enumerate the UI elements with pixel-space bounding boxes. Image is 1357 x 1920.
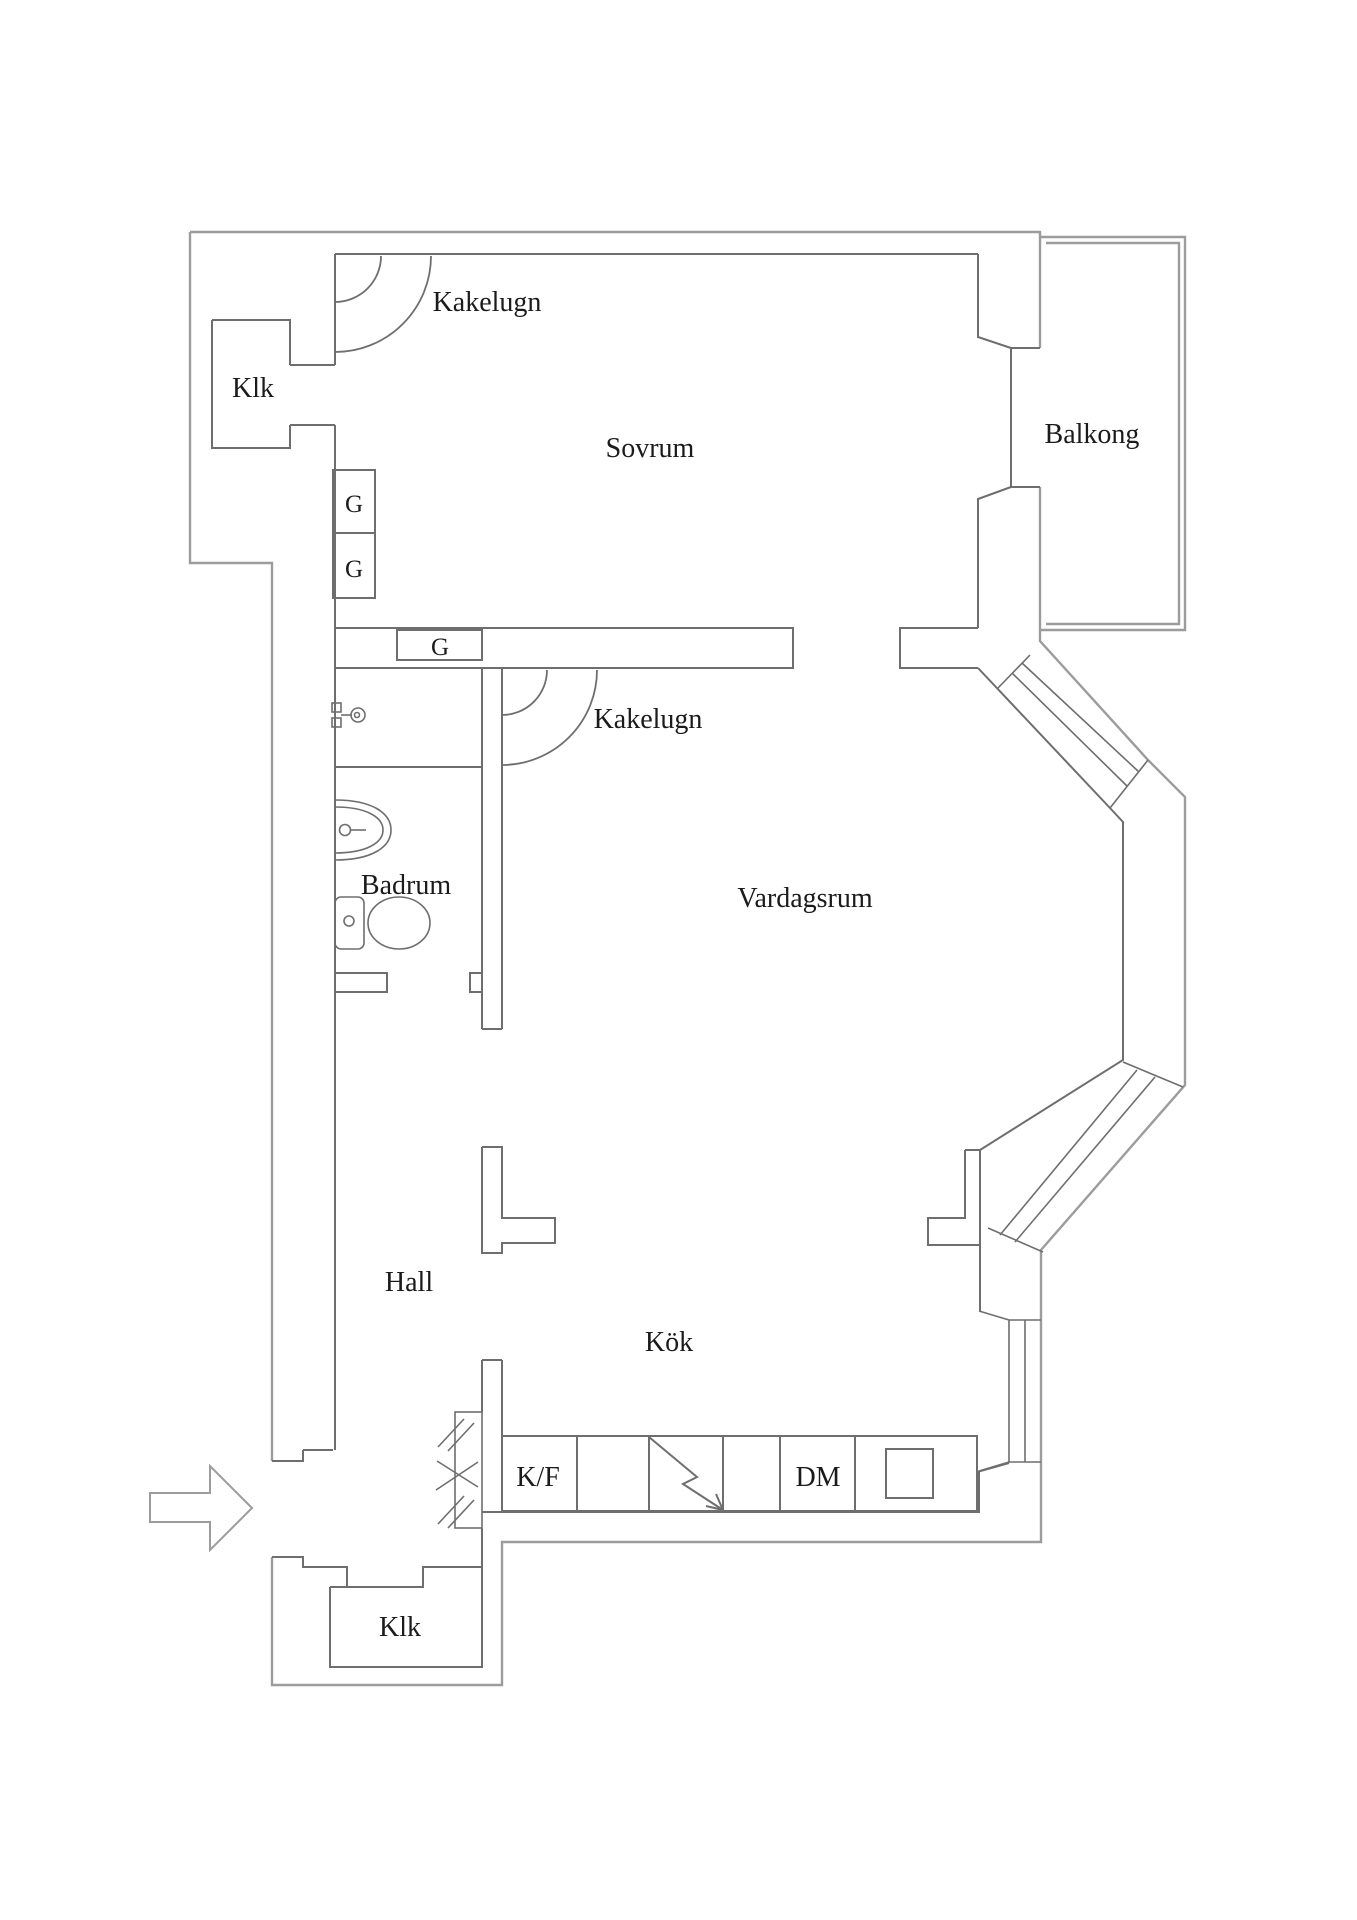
wardrobe-g3-box: [396, 629, 483, 661]
label-kakelugn-top: Kakelugn: [433, 287, 542, 318]
bay-inner-wall: [977, 667, 1124, 1151]
kitchen-counter: [501, 1435, 978, 1512]
kitchen-sink-icon: [885, 1448, 934, 1499]
label-hall: Hall: [385, 1267, 433, 1298]
sink-icon: [334, 799, 392, 861]
bathroom-fixtures: [331, 702, 431, 950]
balcony-outline: [1040, 235, 1187, 632]
outer-boundary: [188, 230, 1187, 1687]
bay-window-upper: [997, 654, 1149, 809]
shower-icon: [331, 702, 366, 728]
label-badrum: Badrum: [361, 870, 451, 901]
klk-bottom-room-walls: [329, 1566, 483, 1668]
label-dm: DM: [795, 1462, 840, 1493]
counter-outline: [501, 1435, 978, 1512]
kok-ne-wall-stub: [927, 1149, 981, 1311]
toilet-icon: [334, 896, 431, 950]
kitchen-window: [978, 1310, 1041, 1472]
counter-dividers: [576, 1436, 856, 1511]
label-balkong: Balkong: [1045, 419, 1140, 450]
wardrobe-g2-box: [332, 532, 376, 599]
bay-window-lower: [987, 1061, 1184, 1253]
kakelugn-top-icon: [334, 255, 432, 353]
label-klk-bottom: Klk: [379, 1612, 421, 1643]
sliding-door-icon: [435, 1411, 483, 1529]
balcony-door-reveal: [977, 254, 1040, 628]
label-kakelugn-mid: Kakelugn: [594, 704, 703, 735]
label-klk-top: Klk: [232, 373, 274, 404]
stove-icon: [648, 1436, 724, 1511]
klk-top-room-walls: [211, 319, 291, 449]
label-sovrum: Sovrum: [606, 433, 695, 464]
inner-walls: [211, 253, 1124, 1668]
windows: [978, 654, 1184, 1472]
balcony-inner-outline: [1046, 241, 1181, 626]
room-labels: Kakelugn Klk Sovrum Balkong G G G Kakelu…: [232, 287, 1139, 1643]
label-vardagsrum: Vardagsrum: [737, 883, 873, 914]
hall-kok-wall-stub: [481, 1146, 556, 1254]
label-g2: G: [345, 556, 363, 583]
kakelugn-mid-icon: [501, 669, 598, 766]
kakelugn-icons: [334, 255, 598, 766]
label-kf: K/F: [516, 1462, 560, 1493]
wardrobes: [332, 469, 483, 661]
outer-walls: [188, 230, 1187, 1687]
label-g3: G: [431, 634, 449, 661]
label-g1: G: [345, 491, 363, 518]
label-kok: Kök: [645, 1327, 693, 1358]
entrance-arrow-icon: [149, 1463, 254, 1553]
